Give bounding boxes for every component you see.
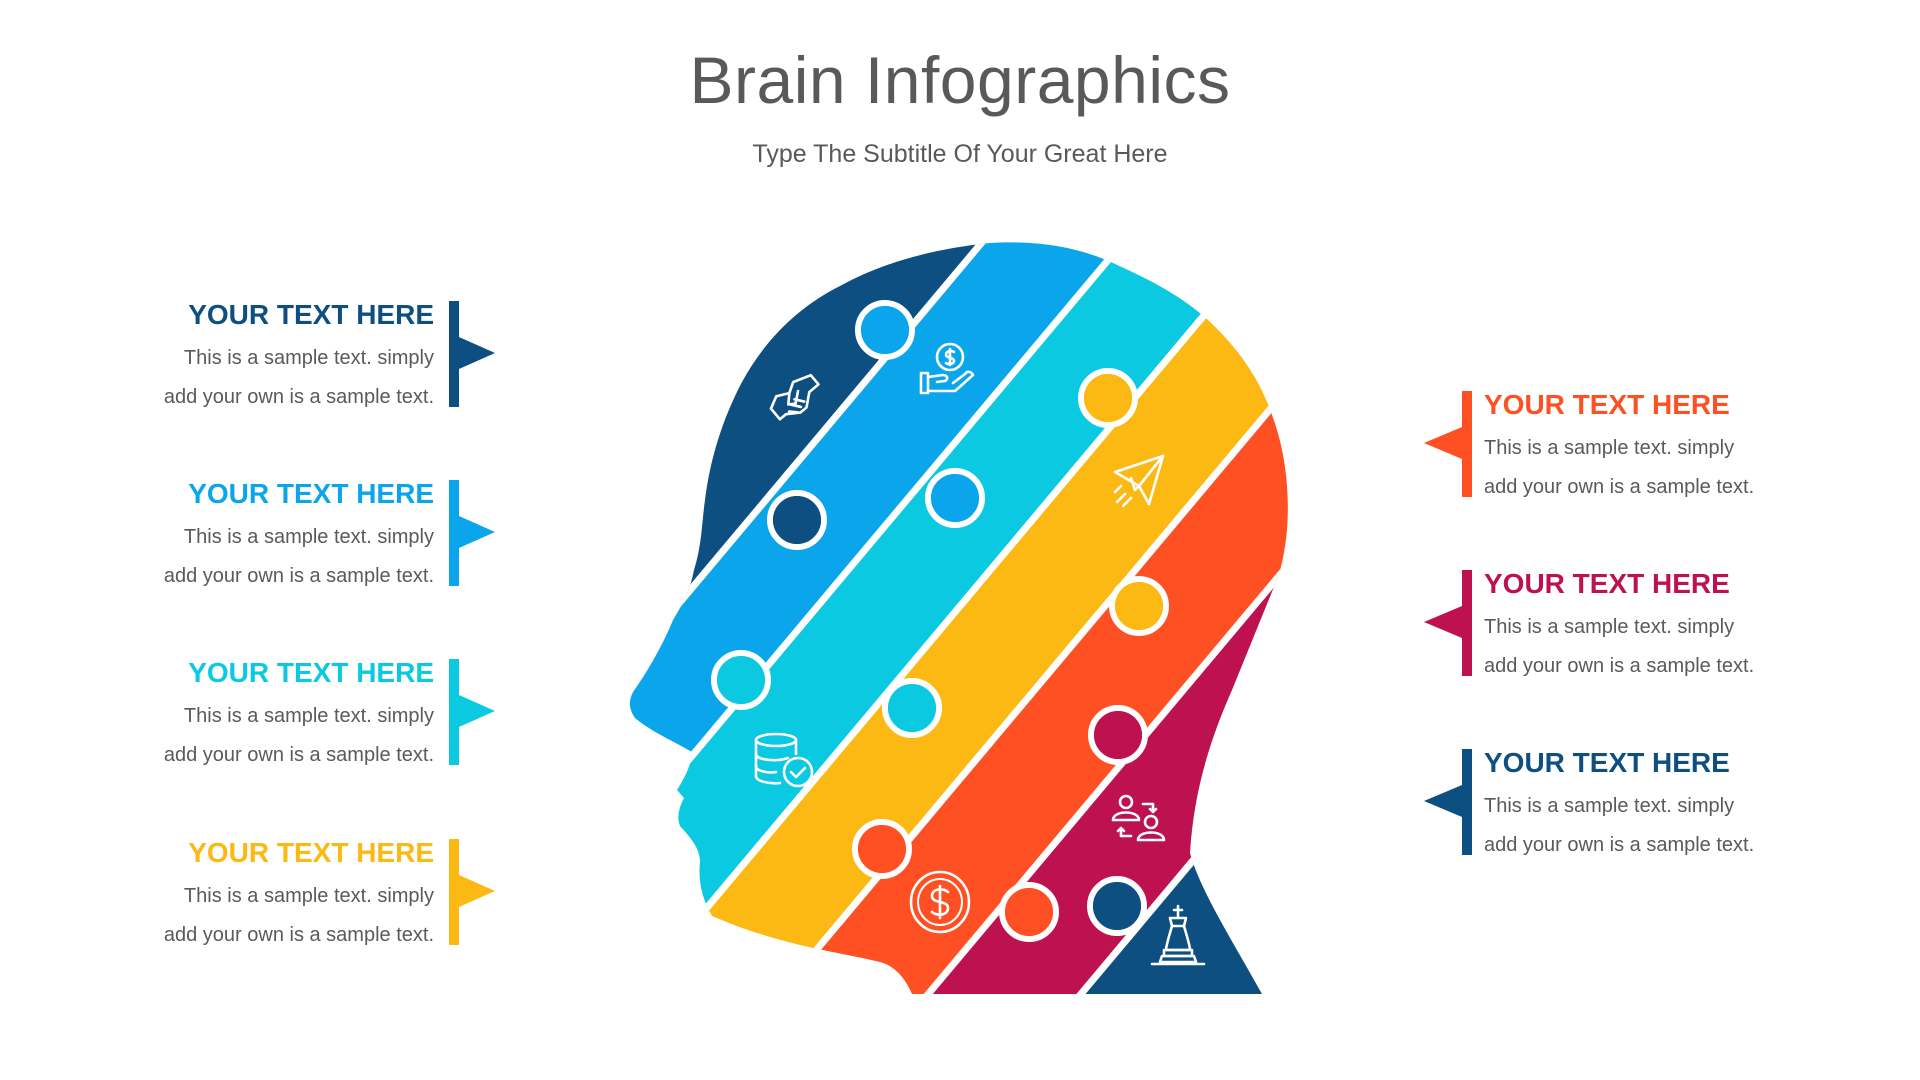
paper-plane-icon [1113,454,1165,508]
flag-pole [449,659,459,765]
handshake-icon [769,373,820,421]
dollar-coin-icon [909,870,971,934]
flag-pole [449,301,459,407]
block-heading: YOUR TEXT HERE [188,299,434,330]
block-heading: YOUR TEXT HERE [1484,747,1730,778]
flag-pennant-icon [1424,427,1462,459]
flag-pole [1462,570,1472,676]
page-title: Brain Infographics [689,43,1231,117]
flag-pole [1462,749,1472,855]
flag-pole [449,839,459,945]
right-text-block-3: YOUR TEXT HERE This is a sample text. si… [1424,747,1822,856]
left-text-block-3: YOUR TEXT HERE This is a sample text. si… [99,657,495,766]
right-text-block-2: YOUR TEXT HERE This is a sample text. si… [1424,568,1822,677]
left-text-block-4: YOUR TEXT HERE This is a sample text. si… [99,837,495,946]
block-heading: YOUR TEXT HERE [1484,568,1730,599]
right-text-block-1: YOUR TEXT HERE This is a sample text. si… [1424,389,1822,498]
flag-pole [1462,391,1472,497]
flag-pennant-icon [459,337,495,369]
user-swap-icon [1111,794,1166,842]
left-text-block-1: YOUR TEXT HERE This is a sample text. si… [99,299,495,408]
block-heading: YOUR TEXT HERE [188,478,434,509]
flag-pennant-icon [459,875,495,907]
hand-dollar-icon [919,342,975,395]
database-check-icon [754,732,814,788]
chess-king-icon [1150,904,1206,966]
flag-pole [449,480,459,586]
flag-pennant-icon [1424,606,1462,638]
block-heading: YOUR TEXT HERE [188,657,434,688]
left-text-block-2: YOUR TEXT HERE This is a sample text. si… [99,478,495,587]
flag-pennant-icon [1424,785,1462,817]
flag-pennant-icon [459,516,495,548]
flag-pennant-icon [459,695,495,727]
page-subtitle: Type The Subtitle Of Your Great Here [752,140,1168,168]
block-heading: YOUR TEXT HERE [188,837,434,868]
block-heading: YOUR TEXT HERE [1484,389,1730,420]
knob-necks [717,306,1163,936]
